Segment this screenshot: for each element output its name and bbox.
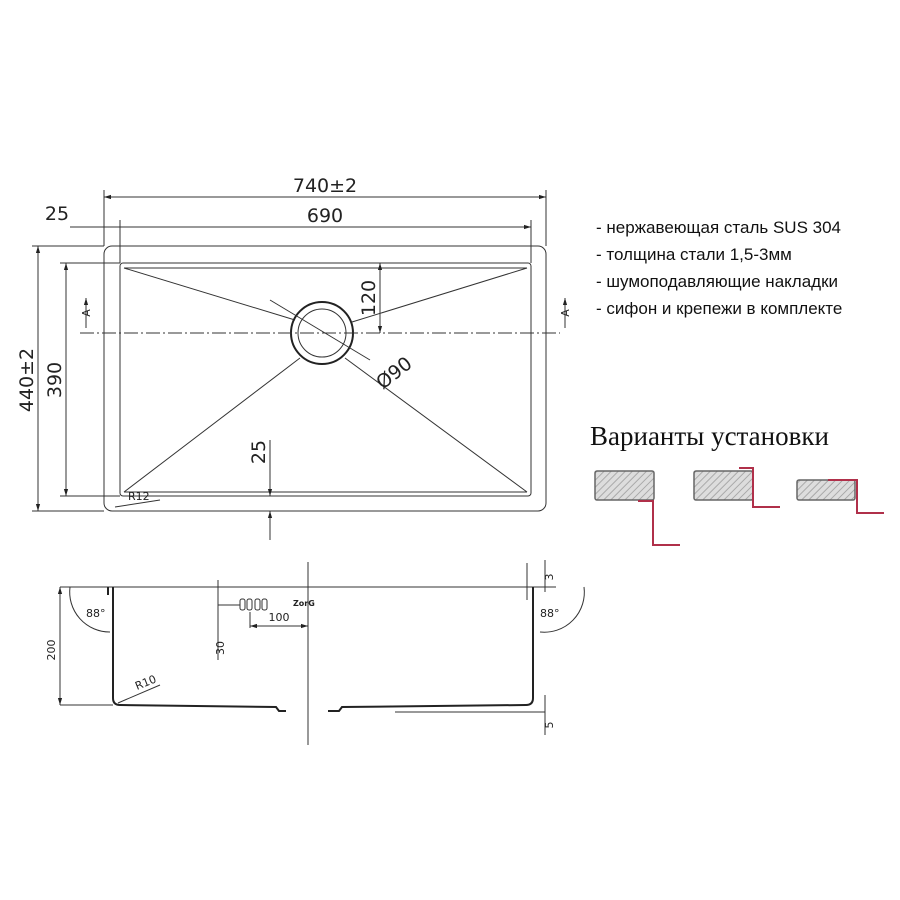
dim-drain-offset: 120 (358, 280, 380, 316)
feature-list: - нержавеющая сталь SUS 304 - толщина ст… (596, 218, 842, 318)
dim-bowl-depth: 390 (44, 362, 66, 398)
dim-bottom-offset: 25 (248, 440, 270, 464)
sink-outer-rim (103, 245, 547, 512)
dim-overall-depth: 440±2 (16, 348, 38, 412)
angle-left: 88° (86, 607, 106, 620)
install-variant-flush (693, 467, 780, 508)
section-mark-right: A (559, 309, 572, 317)
dim-overflow-distance: 100 (269, 611, 290, 624)
angle-right: 88° (540, 607, 560, 620)
install-title: Варианты установки (590, 421, 829, 451)
corner-radius-section: R10 (133, 673, 158, 693)
corner-radius-label: R12 (128, 490, 150, 503)
dim-bottom-step: 5 (543, 722, 556, 729)
install-variant-topmount (796, 479, 884, 514)
feature-item: - шумоподавляющие накладки (596, 272, 838, 291)
dim-rim-offset: 25 (45, 203, 69, 225)
sink-bowl (119, 262, 532, 497)
section-mark-left: A (80, 309, 93, 317)
install-variant-undermount (594, 470, 680, 546)
dim-rim-thickness: 3 (543, 574, 556, 581)
brand-logo: ZorG (293, 599, 315, 608)
overflow-holes (239, 598, 268, 611)
top-view: 740±2 690 25 440±2 390 120 Ø90 25 R12 A … (16, 175, 572, 540)
dim-drain-diameter: Ø90 (372, 353, 416, 394)
dim-overflow-offset: 30 (214, 641, 227, 655)
dim-overall-width: 740±2 (293, 175, 357, 197)
dim-height: 200 (45, 640, 58, 661)
feature-item: - сифон и крепежи в комплекте (596, 299, 842, 318)
feature-item: - толщина стали 1,5-3мм (596, 245, 792, 264)
section-view: 200 88° 88° 30 100 ZorG R10 3 5 (45, 560, 585, 745)
diameter-leader (269, 299, 371, 361)
feature-item: - нержавеющая сталь SUS 304 (596, 218, 841, 237)
dim-bowl-width: 690 (307, 205, 343, 227)
